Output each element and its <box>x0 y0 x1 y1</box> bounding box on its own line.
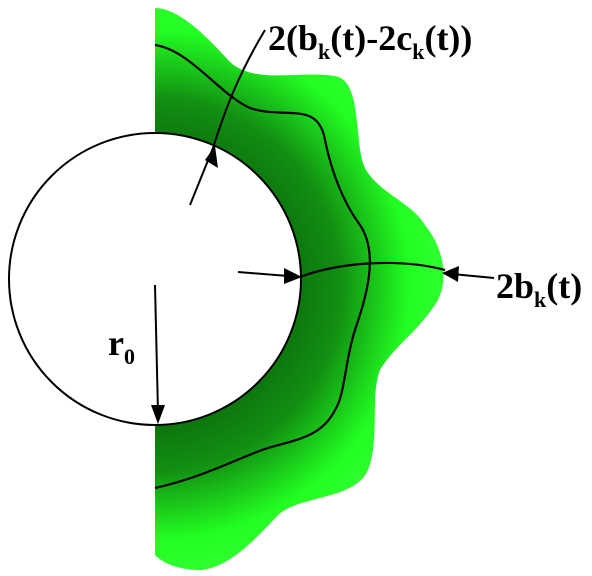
radius-label: r0 <box>108 323 135 369</box>
outer-width-left-line <box>237 271 289 277</box>
inner-width-line <box>189 29 266 206</box>
outer-width-right-line <box>451 273 495 279</box>
inner-width-label: 2(bk(t)-2ck(t)) <box>268 18 472 64</box>
interface-curve <box>154 43 371 490</box>
outer-width-right-arrowhead <box>442 266 459 282</box>
inner-width-arrowhead <box>205 146 218 168</box>
outer-width-curve <box>299 261 446 279</box>
outer-width-left-arrowhead <box>284 268 302 284</box>
radius-arrow-line <box>154 284 159 414</box>
green-shell <box>155 8 444 571</box>
core-circle <box>8 132 302 426</box>
radius-arrowhead <box>151 405 165 424</box>
outer-width-label: 2bk(t) <box>496 266 582 312</box>
